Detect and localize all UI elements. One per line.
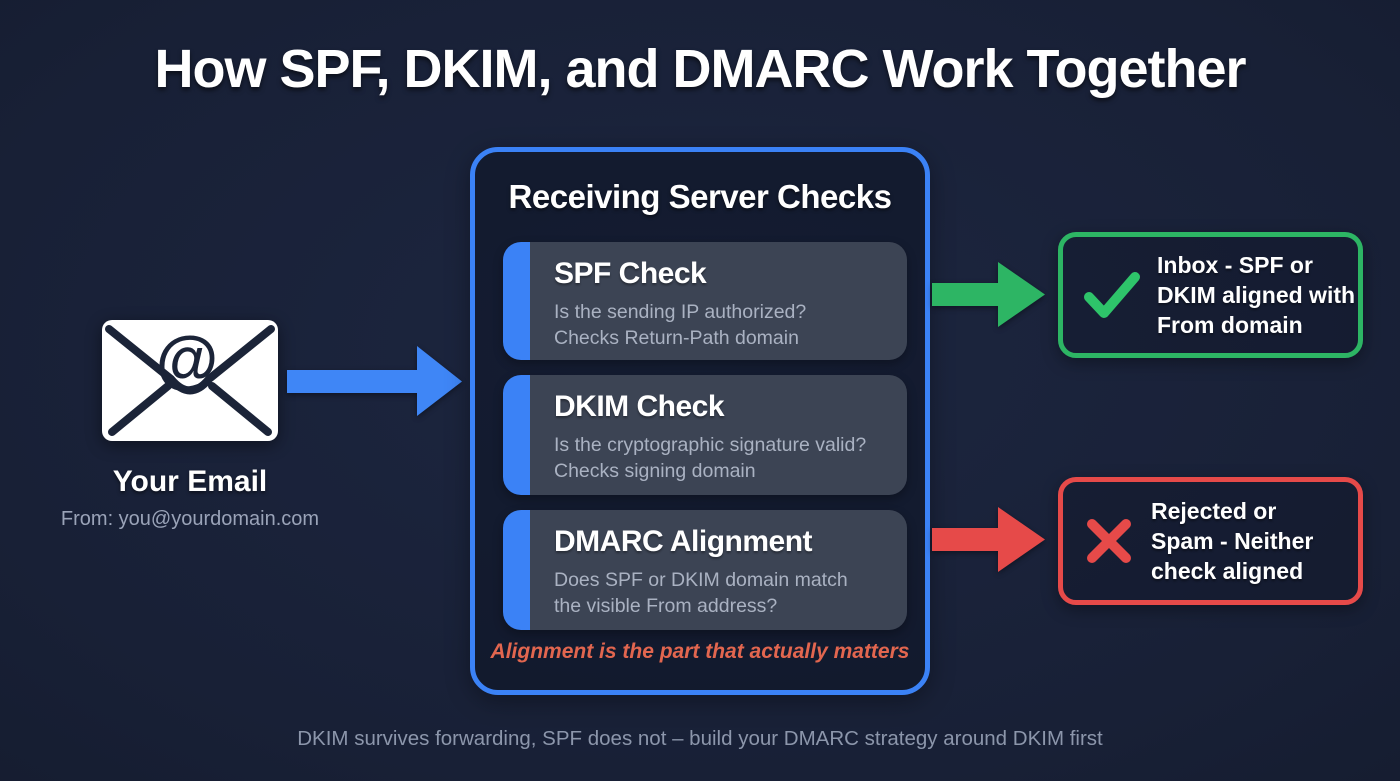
email-label: Your Email <box>112 465 268 498</box>
svg-text:@: @ <box>156 323 218 395</box>
spf-check-title: SPF Check <box>554 257 707 290</box>
dkim-check-desc-line-2: Checks signing domain <box>554 460 756 482</box>
server-box-title: Receiving Server Checks <box>508 178 892 215</box>
footer-note: DKIM survives forwarding, SPF does not –… <box>297 727 1103 750</box>
outcome-rejected-box: Rejected or Spam - Neither check aligned <box>1058 477 1363 605</box>
dkim-check-title: DKIM Check <box>554 390 725 423</box>
spf-check-card: SPF Check Is the sending IP authorized? … <box>503 242 907 360</box>
outcome-inbox-text: Inbox - SPF or DKIM aligned with From do… <box>1157 252 1356 338</box>
email-from-line: From: you@yourdomain.com <box>60 508 320 530</box>
dmarc-desc-line-2: the visible From address? <box>554 595 778 617</box>
dmarc-alignment-title: DMARC Alignment <box>554 525 813 558</box>
dmarc-desc-line-1: Does SPF or DKIM domain match <box>554 569 848 591</box>
card-accent-stripe <box>503 510 530 630</box>
spf-check-desc-line-1: Is the sending IP authorized? <box>554 301 807 323</box>
card-accent-stripe <box>503 242 530 360</box>
dkim-check-card: DKIM Check Is the cryptographic signatur… <box>503 375 907 495</box>
dmarc-alignment-card: DMARC Alignment Does SPF or DKIM domain … <box>503 510 907 630</box>
flow-arrow-blue-icon <box>287 346 462 416</box>
card-accent-stripe <box>503 375 530 495</box>
outcome-rejected-text: Rejected or Spam - Neither check aligned <box>1151 498 1314 584</box>
email-source-group: @ Your Email From: you@yourdomain.com <box>20 318 360 531</box>
spf-check-desc-line-2: Checks Return-Path domain <box>554 327 799 349</box>
alignment-note: Alignment is the part that actually matt… <box>490 640 910 663</box>
outcome-inbox-box: Inbox - SPF or DKIM aligned with From do… <box>1058 232 1363 358</box>
receiving-server-box: Receiving Server Checks SPF Check Is the… <box>470 147 930 695</box>
page-title: How SPF, DKIM, and DMARC Work Together <box>154 39 1246 99</box>
check-icon <box>1084 272 1140 318</box>
flow-arrow-green-icon <box>932 262 1045 327</box>
flow-arrow-red-icon <box>932 507 1045 572</box>
email-envelope-icon: @ <box>100 318 280 443</box>
x-icon <box>1087 519 1131 563</box>
dkim-check-desc-line-1: Is the cryptographic signature valid? <box>554 434 867 456</box>
